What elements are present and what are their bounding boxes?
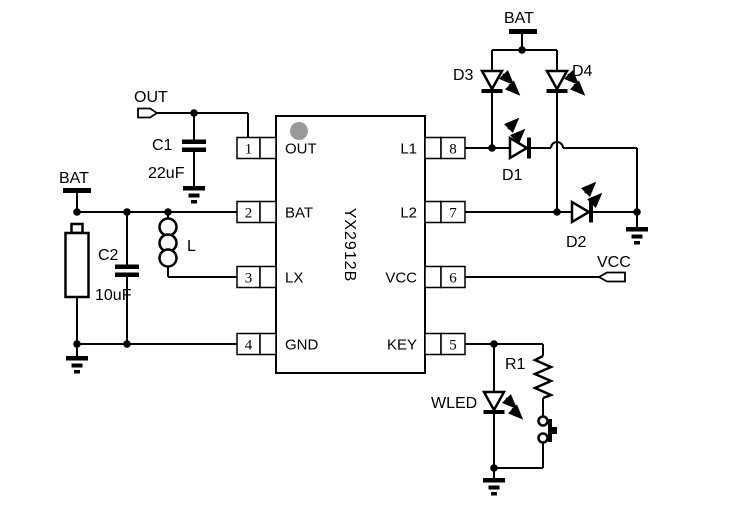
- bat-terminal-icon: [509, 29, 537, 34]
- ic-pin-label-gnd: GND: [285, 337, 319, 354]
- emission-arrow-icon: [503, 117, 520, 134]
- ground-icon: [626, 227, 648, 245]
- junction-dots: [73, 46, 641, 472]
- pin-number-5: 5: [449, 338, 457, 354]
- ic-body: [275, 115, 426, 374]
- d1-label: D1: [502, 167, 523, 184]
- led-d2: D2: [566, 181, 603, 251]
- diode-icon: [508, 135, 530, 161]
- pin-number-3: 3: [245, 271, 253, 287]
- pin-box-4: 4: [236, 332, 277, 356]
- led-d4: D4: [544, 63, 593, 96]
- ic-pin-label-bat: BAT: [285, 205, 313, 222]
- capacitor-c1: C1 22uF: [148, 137, 206, 182]
- diode-icon: [479, 69, 505, 92]
- r1-label: R1: [505, 356, 526, 373]
- emission-arrow-icon: [504, 80, 521, 96]
- bat-left-label: BAT: [59, 170, 89, 187]
- emission-arrow-icon: [586, 192, 603, 209]
- pin-box-1: 1: [236, 136, 277, 160]
- ground-icon: [183, 186, 205, 204]
- out-port-label: OUT: [134, 89, 168, 106]
- pin-number-1: 1: [245, 142, 253, 158]
- inductor-coil: L: [158, 217, 196, 268]
- vcc-port-label: VCC: [597, 254, 631, 271]
- led-d3: D3: [453, 67, 521, 96]
- push-button-icon: [537, 415, 557, 444]
- d2-label: D2: [566, 234, 587, 251]
- d3-label: D3: [453, 67, 474, 84]
- pin-number-6: 6: [449, 271, 457, 287]
- led-wled: WLED: [431, 390, 524, 420]
- port-flag-icon: [597, 271, 626, 283]
- emission-arrow-icon: [501, 393, 518, 410]
- ic-pin-label-out: OUT: [285, 141, 317, 158]
- diode-icon: [570, 199, 592, 225]
- bat-supply-right: BAT: [504, 10, 537, 34]
- inductor-label: L: [187, 238, 196, 255]
- c2-value-label: 10uF: [95, 287, 132, 304]
- ic-pin-label-l1: L1: [400, 141, 417, 158]
- diode-icon: [481, 390, 507, 413]
- pin-box-7: 7: [424, 200, 466, 224]
- vcc-port: VCC: [597, 254, 631, 283]
- d4-label: D4: [572, 63, 593, 80]
- pin-number-8: 8: [449, 142, 457, 158]
- pin-box-8: 8: [424, 136, 466, 160]
- ground-icon: [66, 356, 88, 374]
- bat-terminal-icon: [63, 188, 91, 193]
- ic-pin-label-key: KEY: [387, 337, 417, 354]
- emission-arrow-icon: [569, 80, 586, 96]
- c1-ref-label: C1: [152, 137, 173, 154]
- c2-ref-label: C2: [98, 247, 119, 264]
- pin1-marker-dot: [290, 122, 308, 140]
- pin-box-2: 2: [236, 200, 277, 224]
- emission-arrow-icon: [509, 128, 526, 145]
- resistor-zigzag-icon: [531, 354, 555, 400]
- resistor-r1: R1: [505, 354, 555, 400]
- bat-right-label: BAT: [504, 10, 534, 27]
- bat-supply-left: BAT: [59, 170, 91, 193]
- capacitor-c2: C2 10uF: [95, 247, 139, 304]
- ic-pin-label-l2: L2: [400, 205, 417, 222]
- ic-pin-label-vcc: VCC: [385, 270, 417, 287]
- c1-value-label: 22uF: [148, 165, 185, 182]
- battery-cell-icon: [64, 222, 90, 299]
- port-flag-icon: [137, 107, 159, 119]
- pin-box-5: 5: [424, 332, 466, 356]
- wire-segments: [76, 34, 638, 479]
- ic-pin-label-lx: LX: [285, 270, 303, 287]
- diode-icon: [544, 69, 570, 92]
- wled-label: WLED: [431, 395, 477, 412]
- emission-arrow-icon: [498, 69, 515, 86]
- pin-box-6: 6: [424, 265, 466, 289]
- ic-yx2912b: YX2912B OUT BAT LX GND L1 L2 VCC KEY: [275, 115, 426, 374]
- pin-box-3: 3: [236, 265, 277, 289]
- ic-part-number: YX2912B: [341, 208, 358, 283]
- emission-arrow-icon: [507, 404, 524, 420]
- out-port: OUT: [134, 89, 168, 119]
- wire-hop-crossover: [550, 141, 564, 149]
- pin-number-4: 4: [245, 338, 253, 354]
- pin-number-2: 2: [245, 206, 253, 222]
- emission-arrow-icon: [580, 181, 597, 198]
- led-d1: D1: [502, 117, 531, 184]
- pin-number-7: 7: [449, 206, 457, 222]
- ground-icon: [483, 478, 505, 496]
